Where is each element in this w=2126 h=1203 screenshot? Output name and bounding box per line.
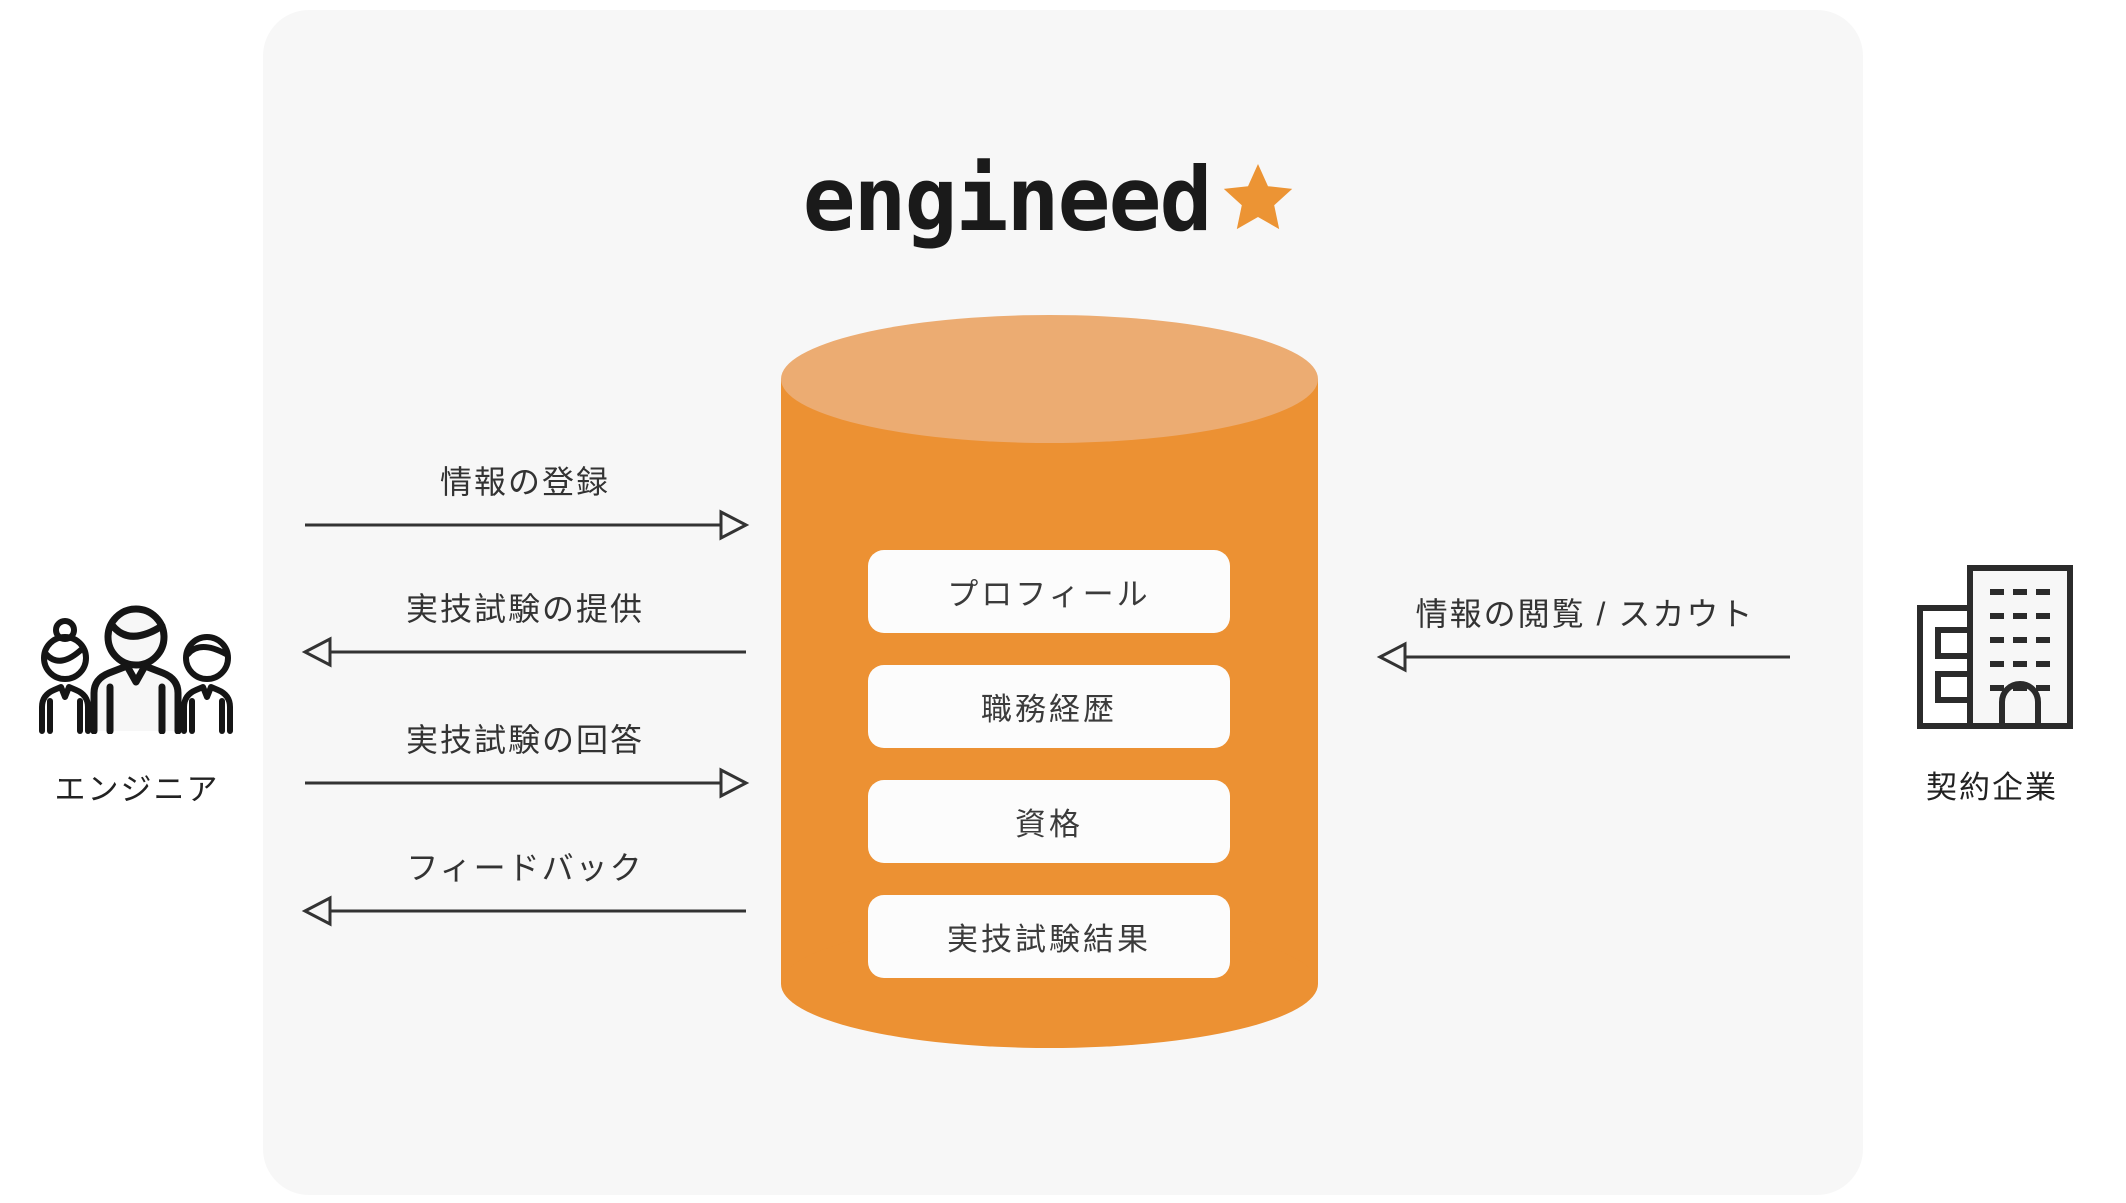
database-card-qualifications: 資格 <box>868 780 1230 863</box>
people-group-icon <box>39 605 233 734</box>
flow-label-registration: 情報の登録 <box>439 464 610 500</box>
database-card-work-history: 職務経歴 <box>868 665 1230 748</box>
card-label: 実技試験結果 <box>947 922 1151 957</box>
card-label: 資格 <box>1015 807 1083 842</box>
actor-company: 契約企業 <box>1884 560 2100 807</box>
logo: engineed <box>781 138 1318 262</box>
flow-label-exam-answer: 実技試験の回答 <box>405 722 644 758</box>
flow-label-feedback: フィードバック <box>406 850 644 886</box>
logo-text: engineed <box>802 148 1213 251</box>
database-card-exam-results: 実技試験結果 <box>868 895 1230 978</box>
actor-engineers-label: エンジニア <box>54 772 220 807</box>
actor-engineers: エンジニア <box>28 594 246 809</box>
card-label: プロフィール <box>947 577 1151 612</box>
actor-company-label: 契約企業 <box>1926 770 2058 805</box>
card-label: 職務経歴 <box>981 692 1117 727</box>
flow-label-view-scout: 情報の閲覧 / スカウト <box>1415 596 1755 632</box>
flow-label-exam-provision: 実技試験の提供 <box>405 591 644 627</box>
office-building-icon <box>1917 565 2073 729</box>
star-icon <box>1224 164 1293 230</box>
database-card-profile: プロフィール <box>868 550 1230 633</box>
